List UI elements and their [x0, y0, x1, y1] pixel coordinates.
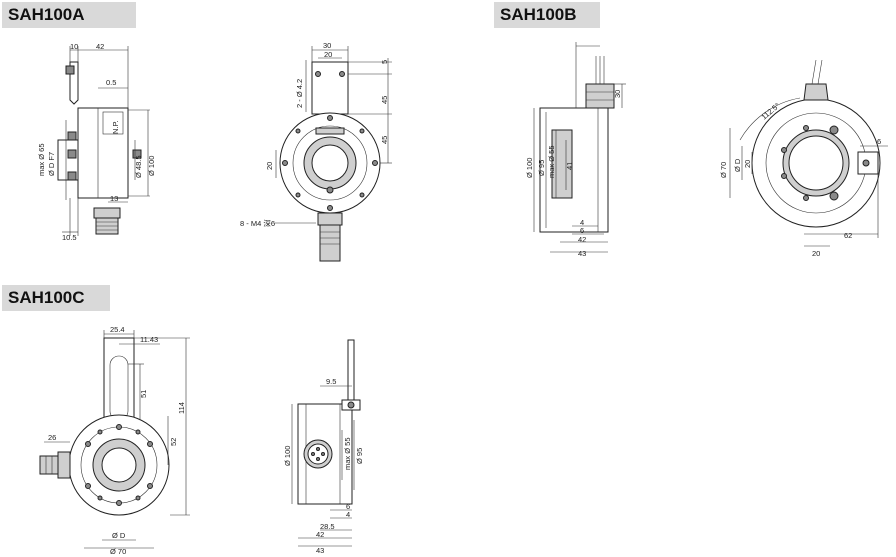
b-front-dim-70: Ø 70 [719, 162, 728, 178]
a-side-screw-icon [65, 65, 75, 75]
sah100b-side-view: Ø 100 Ø 95 max Ø 55 41 4 6 42 43 30 [525, 42, 626, 258]
a-front-connector [317, 212, 343, 226]
title-sah100c: SAH100C [2, 285, 110, 311]
a-front-bracket [311, 61, 349, 115]
b-front-dim-dd: Ø D [733, 158, 742, 172]
sah100c-front-view: 25.4 11.43 51 114 52 26 Ø D Ø 70 [39, 325, 190, 556]
b-front-dim-62: 62 [844, 231, 852, 240]
a-side-dim-05: 0.5 [106, 78, 116, 87]
b-front-dim-6: 6 [877, 137, 881, 146]
b-side-body [539, 107, 609, 233]
c-front-dim-1143: 11.43 [140, 335, 158, 344]
b-side-dim-30: 30 [613, 90, 622, 98]
b-side-dim-max55: max Ø 55 [547, 145, 556, 178]
a-front-dim-20: 20 [324, 50, 332, 59]
c-front-dim-70: Ø 70 [110, 547, 126, 556]
a-front-dim-hole: 2 - Ø 4.2 [295, 79, 304, 108]
c-front-dim-52: 52 [169, 438, 178, 446]
a-front-label-m4: 8 - M4 深6 [240, 219, 275, 228]
b-side-dim-43: 43 [578, 249, 586, 258]
c-front-dim-26: 26 [48, 433, 56, 442]
c-side-dim-95: Ø 95 [355, 448, 364, 464]
title-sah100b: SAH100B [494, 2, 600, 28]
a-front-dim-30: 30 [323, 41, 331, 50]
b-front-dim-20: 20 [812, 249, 820, 258]
a-side-label-np: N.P. [111, 120, 120, 134]
c-front-connector [57, 451, 71, 479]
a-front-dim-5: 5 [380, 60, 389, 64]
c-front-arm [103, 337, 135, 427]
sah100a-front-view: 30 20 5 2 - Ø 4.2 45 45 20 8 - M4 深6 [240, 41, 392, 262]
a-side-dim-df7: Ø D F7 [47, 152, 56, 176]
b-side-dim-41: 41 [565, 162, 574, 170]
b-side-dim-6: 6 [580, 226, 584, 235]
b-side-dim-100: Ø 100 [525, 158, 534, 178]
c-side-dim-95h: 9.5 [326, 377, 336, 386]
b-front-cable-gland [803, 83, 829, 101]
a-side-dim-100: Ø 100 [147, 156, 156, 176]
a-side-dim-485: Ø 48.5 [134, 155, 143, 178]
sah100b-front-view: 112.5° Ø 70 Ø D 20 6 62 20 [719, 59, 888, 258]
b-side-dim-4: 4 [580, 218, 584, 227]
c-side-dim-100: Ø 100 [283, 446, 292, 466]
c-side-dim-42: 42 [316, 530, 324, 539]
c-side-dim-4: 4 [346, 510, 350, 519]
b-side-dim-42: 42 [578, 235, 586, 244]
a-side-connector [93, 207, 121, 219]
c-front-dim-254: 25.4 [110, 325, 125, 334]
c-front-dim-114: 114 [177, 402, 186, 414]
a-side-dim-42: 42 [96, 42, 104, 51]
c-side-dim-285: 28.5 [320, 522, 335, 531]
a-front-dim-45a: 45 [380, 96, 389, 104]
a-side-dim-105: 10.5 [62, 233, 77, 242]
sah100a-side-view: 10 42 0.5 N.P. max Ø 65 Ø D F7 Ø 48.5 Ø … [37, 42, 156, 242]
c-front-dim-51: 51 [139, 390, 148, 398]
b-side-cable-gland [585, 83, 615, 109]
c-side-dim-6: 6 [346, 502, 350, 511]
a-front-dim-20v: 20 [265, 162, 274, 170]
c-front-dim-dd: Ø D [112, 531, 126, 540]
a-side-dim-max65: max Ø 65 [37, 143, 46, 176]
b-front-dim-20v: 20 [743, 160, 752, 168]
sah100c-side-view: 9.5 Ø 100 max Ø 55 Ø 95 6 4 28.5 42 43 [283, 339, 364, 555]
a-front-dim-45b: 45 [380, 136, 389, 144]
a-side-dim-10: 10 [70, 42, 78, 51]
c-side-dim-max55: max Ø 55 [343, 437, 352, 470]
c-side-dim-43: 43 [316, 546, 324, 555]
title-sah100a: SAH100A [2, 2, 136, 28]
a-side-dim-13: 13 [110, 194, 118, 203]
b-side-dim-95: Ø 95 [537, 160, 546, 176]
